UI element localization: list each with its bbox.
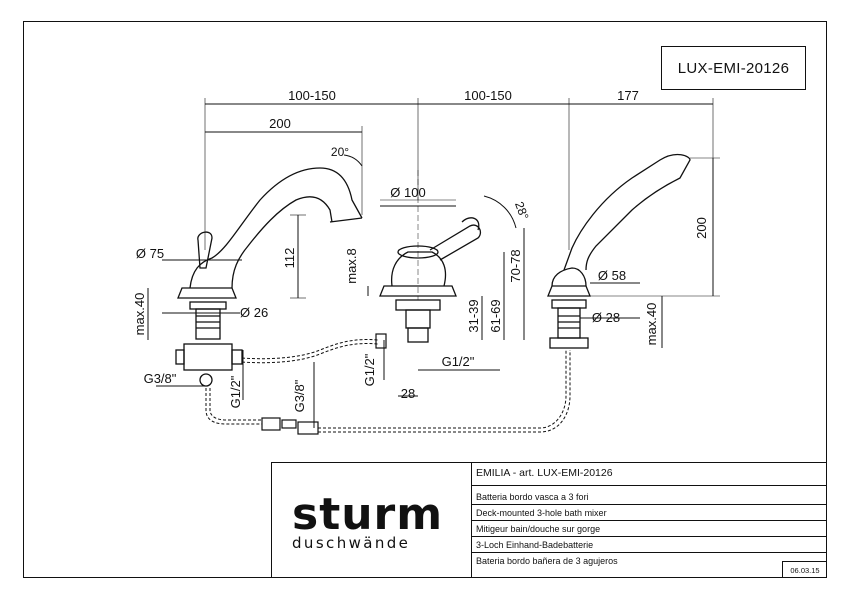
logo-tagline: duschwände	[292, 534, 411, 552]
arc-28deg	[483, 195, 517, 229]
dim-text-61-69: 61-69	[488, 299, 503, 332]
description-de: 3-Loch Einhand-Badebatterie	[476, 540, 594, 550]
drawing-date: 06.03.15	[790, 565, 820, 575]
dim-text-200: 200	[269, 116, 291, 131]
dim-text-g38-vertical: G3/8"	[292, 379, 307, 412]
arc-20deg	[343, 154, 363, 167]
dim-text-70-78: 70-78	[508, 249, 523, 282]
dim-text-100: Ø 100	[390, 185, 425, 200]
dim-text-58: Ø 58	[598, 268, 626, 283]
desc-line-3	[471, 536, 827, 537]
dim-text-26: Ø 26	[240, 305, 268, 320]
dim-text-28-mid: 28	[401, 386, 415, 401]
dim-text-max40-left: max.40	[132, 293, 147, 336]
date-box: 06.03.15	[782, 561, 827, 578]
article-code-box: LUX-EMI-20126	[661, 46, 806, 90]
title-block-title: EMILIA - art. LUX-EMI-20126	[476, 467, 613, 479]
dim-text-max40-right: max.40	[644, 303, 659, 346]
dim-text-top-1: 100-150	[288, 88, 336, 103]
desc-line-1	[471, 504, 827, 505]
description-en: Deck-mounted 3-hole bath mixer	[476, 508, 607, 518]
desc-line-2	[471, 520, 827, 521]
dim-text-28deg: 28°	[512, 200, 531, 222]
dim-text-112: 112	[282, 248, 297, 269]
dim-text-31-39: 31-39	[466, 299, 481, 332]
dim-text-g38: G3/8"	[144, 371, 177, 386]
drawing-frame	[23, 21, 827, 578]
title-block	[271, 462, 827, 578]
dim-text-28-right: Ø 28	[592, 310, 620, 325]
mixer-assembly	[379, 170, 482, 343]
description-es: Bateria bordo bañera de 3 agujeros	[476, 556, 618, 566]
title-block-separator	[471, 485, 827, 486]
dim-text-g12-left: G1/2"	[228, 375, 243, 408]
dim-text-20deg: 20°	[331, 145, 349, 159]
dim-text-g12-vertical: G1/2"	[362, 353, 377, 386]
dim-text-200-right: 200	[694, 217, 709, 239]
dim-text-75: Ø 75	[136, 246, 164, 261]
desc-line-4	[471, 552, 827, 553]
article-code: LUX-EMI-20126	[677, 59, 790, 77]
dim-text-top-3: 177	[617, 88, 639, 103]
dim-text-top-2: 100-150	[464, 88, 512, 103]
handshower-assembly	[547, 153, 691, 349]
hose-fittings	[261, 333, 387, 435]
description-it: Batteria bordo vasca a 3 fori	[476, 492, 589, 502]
description-fr: Mitigeur bain/douche sur gorge	[476, 524, 601, 534]
brand-logo: sturm duschwände	[292, 489, 457, 552]
braided-hoses	[205, 339, 571, 433]
logo-brand: sturm	[292, 489, 444, 540]
dim-text-max8: max.8	[344, 248, 359, 283]
dim-text-g12-horizontal: G1/2"	[442, 354, 475, 369]
